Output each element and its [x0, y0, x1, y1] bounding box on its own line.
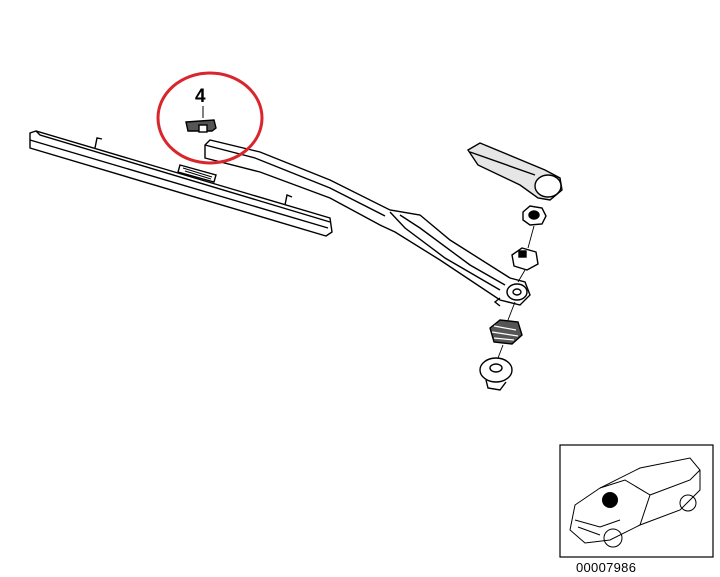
wiper-arm: [204, 139, 531, 307]
vehicle-location-inset: [559, 444, 714, 558]
diagram-id: 00007986: [576, 560, 637, 575]
highlight-circle: [156, 71, 264, 165]
grommet: [489, 319, 523, 345]
wiper-blade: [29, 130, 333, 237]
bushing: [511, 247, 539, 271]
arm-cover: [467, 142, 563, 201]
location-marker: [602, 492, 618, 508]
blade-clip: [185, 106, 217, 133]
nut: [522, 205, 547, 226]
spindle-cap: [479, 357, 513, 391]
part-number-label: 4: [195, 86, 206, 107]
